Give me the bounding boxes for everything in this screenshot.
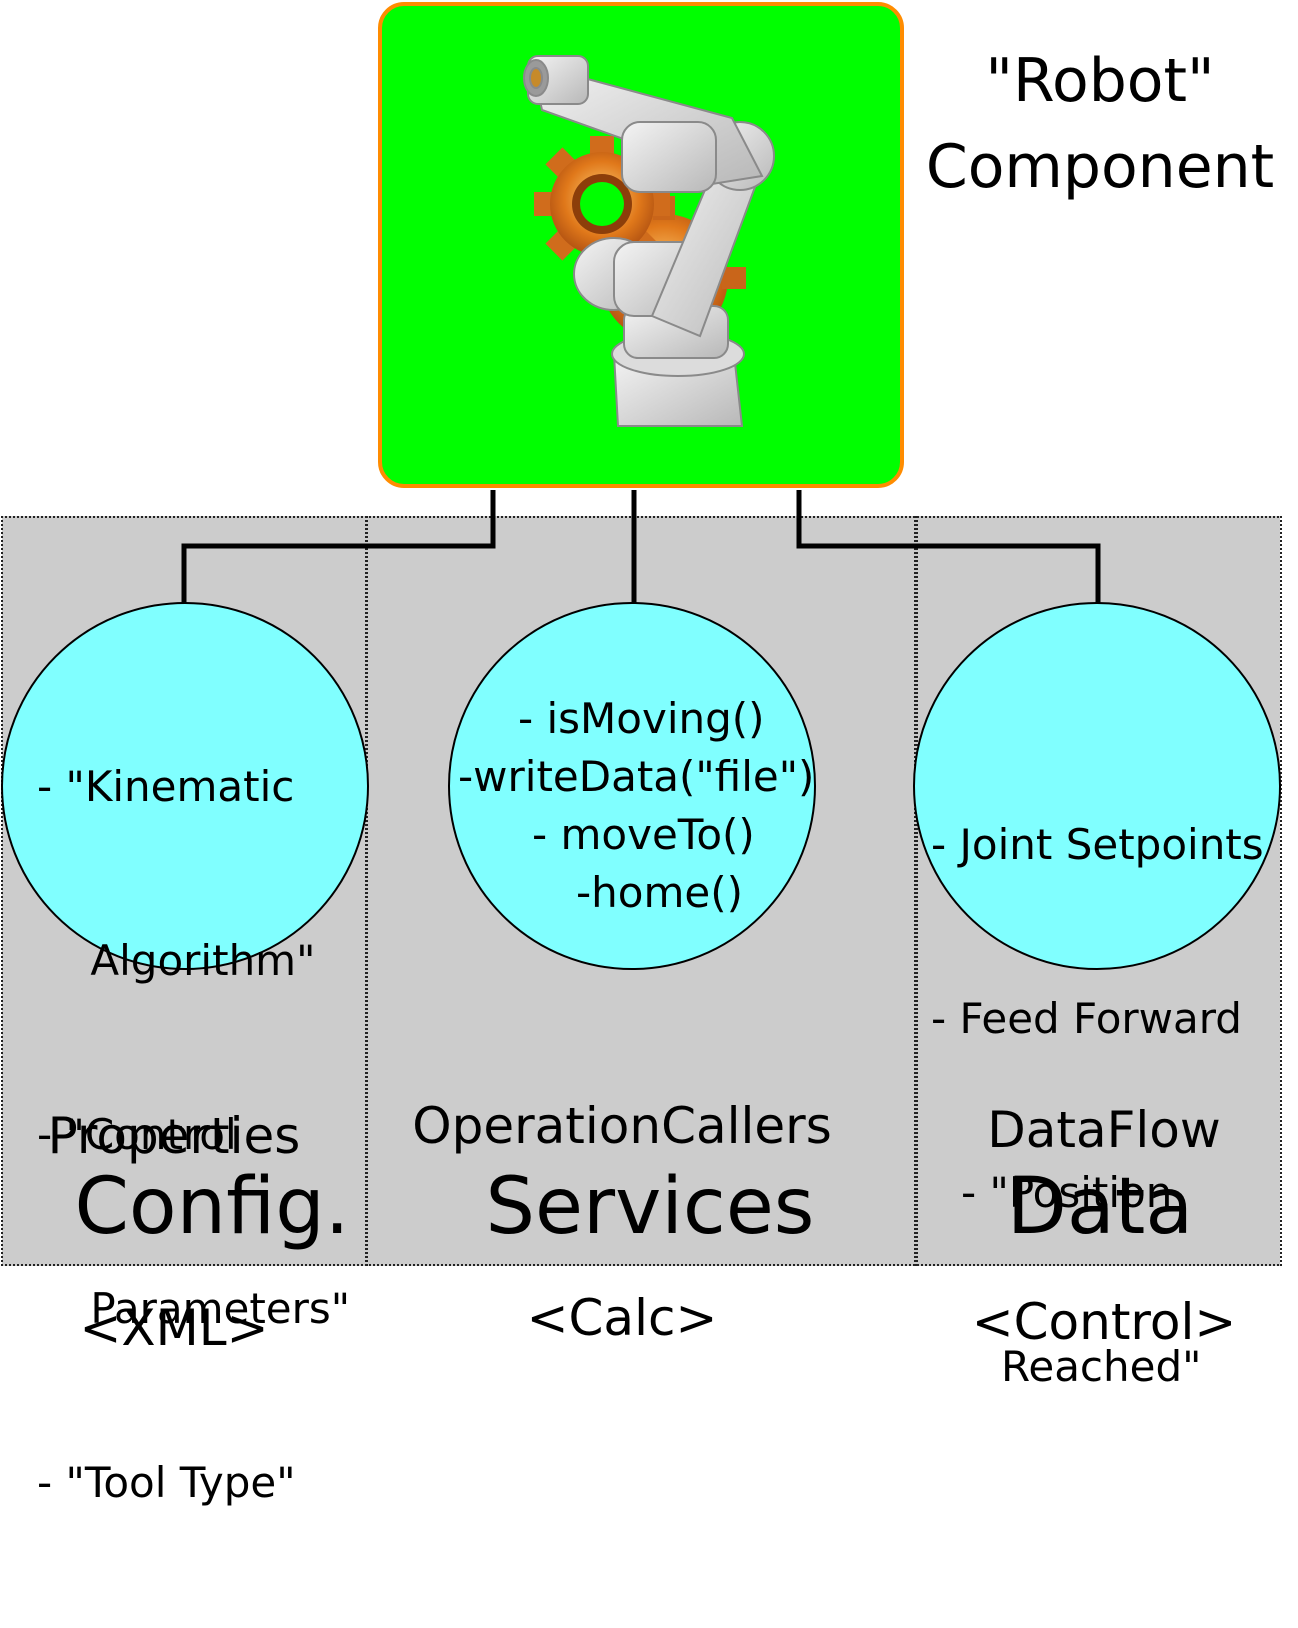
services-item: - moveTo() — [532, 810, 755, 859]
connector-data — [796, 490, 1101, 604]
title-line-2: Component — [925, 132, 1275, 202]
services-item: -writeData("file") — [458, 752, 815, 801]
data-label-line2: <Control> — [971, 1293, 1237, 1351]
services-label-line2: <Calc> — [526, 1289, 718, 1347]
data-label-line1: DataFlow — [987, 1101, 1221, 1159]
config-section-title: Config. — [74, 1162, 350, 1252]
config-item: Algorithm" — [37, 936, 316, 985]
config-item: - "Control — [37, 1110, 237, 1159]
data-item: - Feed Forward — [931, 994, 1242, 1043]
config-label-line1: Properties — [47, 1107, 301, 1165]
robot-component-box — [378, 2, 904, 488]
connector-config — [181, 490, 496, 604]
config-circle: - "Kinematic Algorithm" - "Control Param… — [1, 602, 369, 1507]
services-item: - isMoving() — [518, 694, 765, 743]
data-item: - "Position — [961, 1168, 1173, 1217]
config-item: - "Kinematic — [37, 762, 295, 811]
config-item: - "Tool Type" — [37, 1458, 296, 1507]
data-item: - Joint Setpoints — [931, 820, 1264, 869]
services-section-title: Services — [485, 1162, 815, 1252]
component-title: "Robot" Component — [900, 38, 1298, 210]
robot-arm-body — [523, 55, 775, 427]
services-circle: - isMoving() -writeData("file") - moveTo… — [448, 602, 816, 970]
services-label-line1: OperationCallers — [412, 1097, 832, 1155]
connector-lines — [181, 490, 1101, 604]
data-section-title: Data — [1006, 1162, 1194, 1252]
config-label-line2: <XML> — [79, 1299, 269, 1357]
robot-arm-icon — [523, 55, 775, 427]
title-line-1: "Robot" — [985, 46, 1215, 116]
data-circle: - Joint Setpoints - Feed Forward - "Posi… — [913, 602, 1281, 1391]
services-item: -home() — [576, 868, 743, 917]
